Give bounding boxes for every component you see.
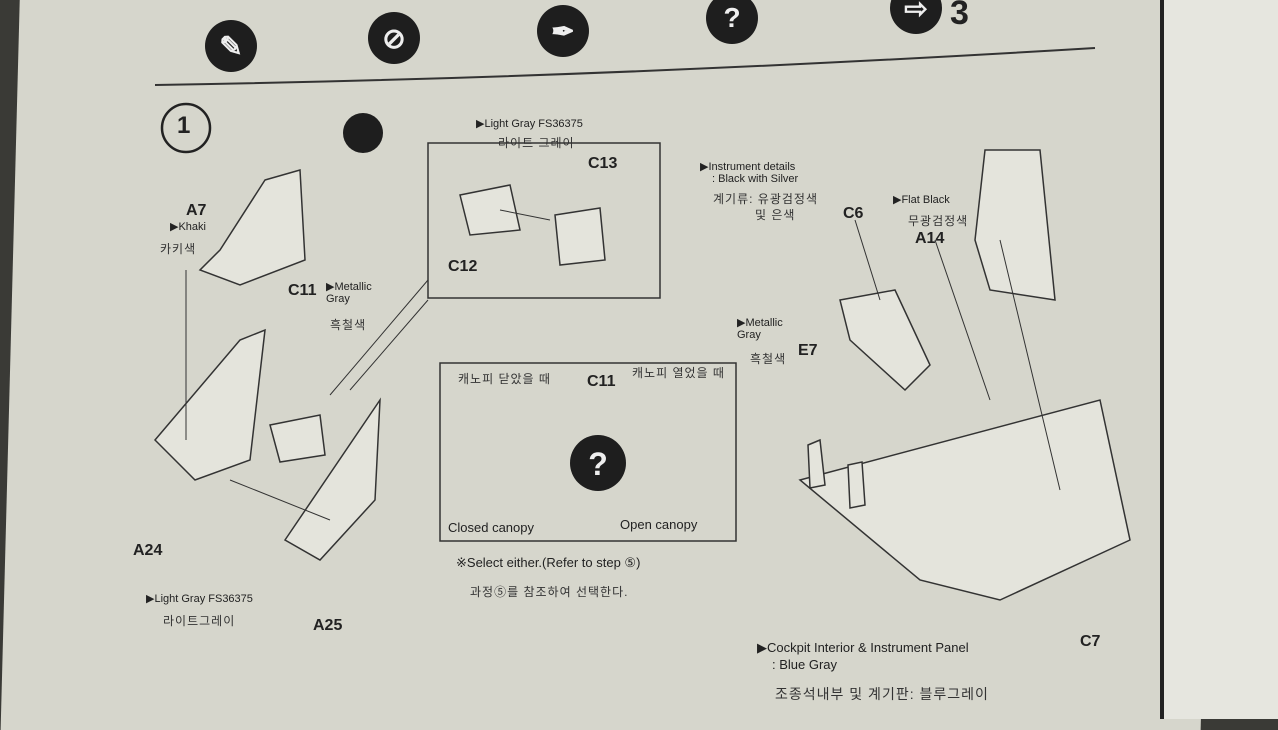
part-label: C7 — [1080, 633, 1101, 650]
part-label: A14 — [915, 230, 945, 247]
repeat-count: 3 — [950, 0, 969, 32]
part-label: C13 — [588, 155, 618, 172]
note: ※Select either.(Refer to step ⑤) — [456, 555, 641, 570]
paint-label-kr: 라이트그레이 — [163, 614, 236, 628]
step-number: 1 — [177, 112, 191, 139]
paint-label-kr: 흑철색 — [330, 318, 367, 332]
paint-label-kr: 무광검정색 — [908, 214, 969, 228]
option-label: Open canopy — [620, 517, 698, 532]
part-label: A24 — [133, 542, 163, 559]
paint-label: : Black with Silver — [712, 173, 799, 185]
paint-label: : Blue Gray — [772, 657, 838, 672]
choice-icon: ? — [706, 0, 758, 44]
paint-label: ▶Metallic Gray — [326, 281, 372, 305]
paint-label-kr: 조종석내부 및 계기판: 블루그레이 — [775, 686, 989, 702]
paint-label-kr: 계기류: 유광검정색 — [713, 192, 818, 206]
part-label: C11 — [587, 373, 616, 390]
note-kr: 과정⑤를 참조하여 선택한다. — [470, 585, 629, 599]
inset-label-kr: 캐노피 열었을 때 — [632, 366, 725, 380]
paint-label-kr: 카키색 — [160, 242, 197, 256]
knife-icon: ✒ — [537, 5, 589, 57]
part-label: A7 — [186, 202, 207, 219]
part-label: C11 — [288, 282, 317, 299]
paint-label: ▶Cockpit Interior & Instrument Panel — [757, 640, 969, 655]
part-label: C6 — [843, 205, 864, 222]
part-label: A25 — [313, 617, 343, 634]
no-cement-icon: ⊘ — [368, 12, 420, 64]
paint-label: ▶Flat Black — [893, 194, 950, 206]
paint-label: ▶Instrument details — [700, 161, 796, 173]
cement-icon: ✎ — [205, 20, 257, 72]
paint-label: ▶Light Gray FS36375 — [476, 118, 583, 130]
paint-label-kr: 라이트 그레이 — [498, 136, 575, 150]
part-label: E7 — [798, 342, 818, 359]
option-label: Closed canopy — [448, 520, 534, 535]
paint-label: ▶Metallic Gray — [737, 317, 783, 341]
paint-label: ▶Light Gray FS36375 — [146, 593, 253, 605]
paint-label-kr: 흑철색 — [750, 352, 787, 366]
paint-label-kr: 및 은색 — [755, 208, 796, 222]
svg-text:?: ? — [588, 446, 608, 482]
inset-label-kr: 캐노피 닫았을 때 — [458, 372, 551, 386]
adjacent-sheet — [1160, 0, 1278, 719]
part-label: C12 — [448, 258, 478, 275]
paint-label: ▶Khaki — [170, 221, 206, 233]
